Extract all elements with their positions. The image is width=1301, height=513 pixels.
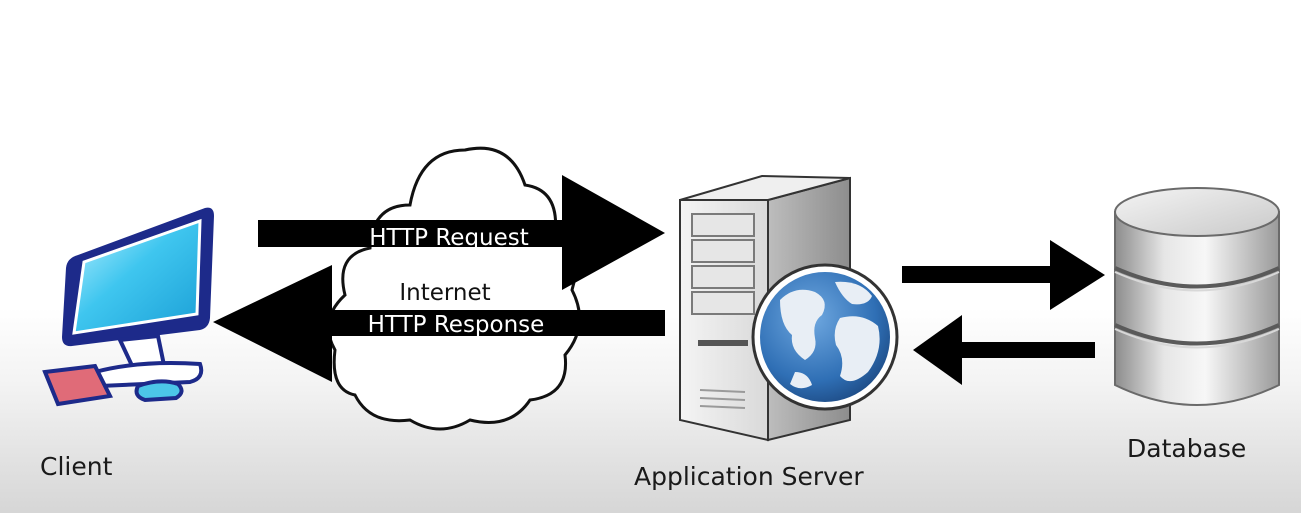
- http-request-arrow: HTTP Request: [258, 175, 665, 290]
- internet-label: Internet: [399, 280, 490, 306]
- client-label: Client: [40, 452, 113, 481]
- database-cylinder-icon: [1114, 187, 1280, 406]
- http-request-label: HTTP Request: [369, 225, 529, 251]
- http-response-label: HTTP Response: [368, 312, 545, 338]
- mouse-icon: [134, 379, 184, 403]
- server-to-database-arrow: [902, 240, 1105, 310]
- globe-icon: [751, 263, 899, 411]
- cloud-icon: Internet: [327, 146, 582, 431]
- computer-monitor-icon: [42, 207, 214, 407]
- application-server-label: Application Server: [634, 462, 864, 491]
- keyboard-icon: [42, 363, 114, 407]
- http-response-arrow: HTTP Response: [213, 265, 665, 382]
- database-to-server-arrow: [913, 315, 1095, 385]
- database-label: Database: [1127, 434, 1247, 463]
